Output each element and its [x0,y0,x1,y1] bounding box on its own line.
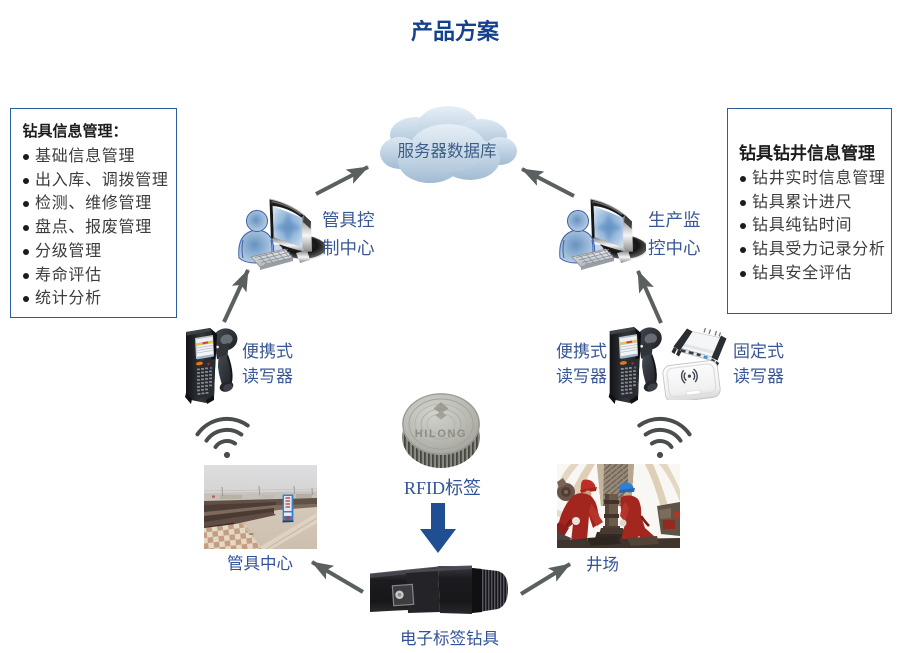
svg-text:HILONG: HILONG [415,428,467,440]
svg-text:服务器数据库: 服务器数据库 [398,142,497,161]
